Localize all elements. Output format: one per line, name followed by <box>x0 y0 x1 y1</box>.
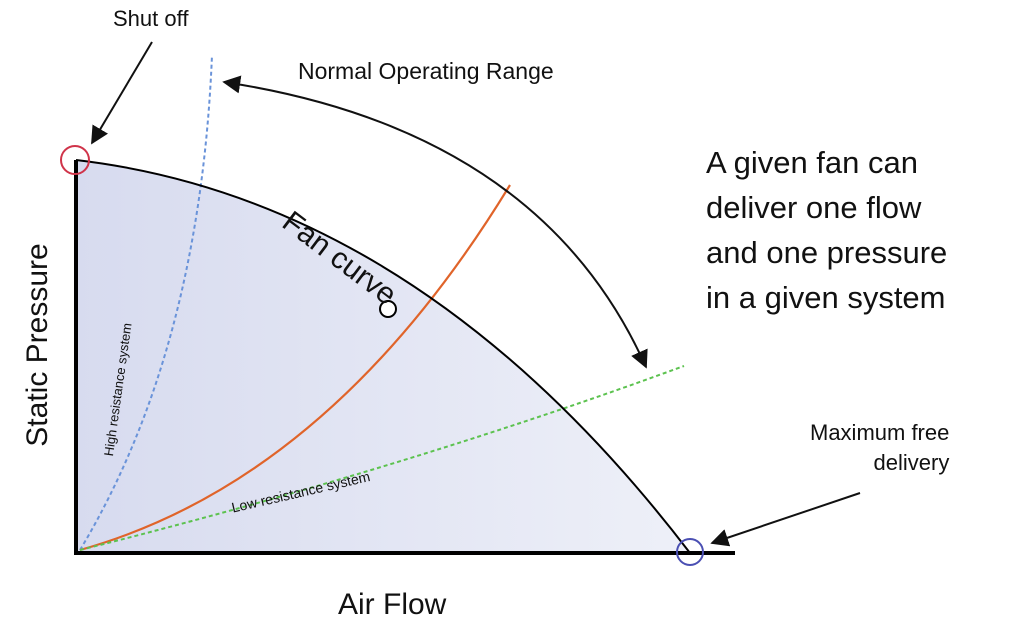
statement-line: in a given system <box>706 280 946 315</box>
statement-line: and one pressure <box>706 235 948 270</box>
max-free-delivery-line: delivery <box>873 450 950 475</box>
operating-range-arrow <box>222 75 648 369</box>
statement-line: A given fan can <box>706 145 918 180</box>
max-free-delivery-line: Maximum free <box>810 420 950 445</box>
high-resistance-curve <box>79 54 213 551</box>
max-free-delivery-marker <box>676 538 704 566</box>
low-resistance-curve <box>79 365 685 551</box>
operating-range-label: Normal Operating Range <box>298 58 554 84</box>
max-free-delivery-label: Maximum free delivery <box>810 418 949 478</box>
fan-statement: A given fan can deliver one flow and one… <box>706 140 947 320</box>
x-axis-label: Air Flow <box>338 588 447 621</box>
statement-line: deliver one flow <box>706 190 922 225</box>
shutoff-label: Shut off <box>113 6 189 31</box>
shutoff-arrow <box>91 41 153 145</box>
y-axis-label: Static Pressure <box>21 243 54 447</box>
max-free-delivery-arrow <box>710 492 861 547</box>
shutoff-marker <box>60 145 90 175</box>
